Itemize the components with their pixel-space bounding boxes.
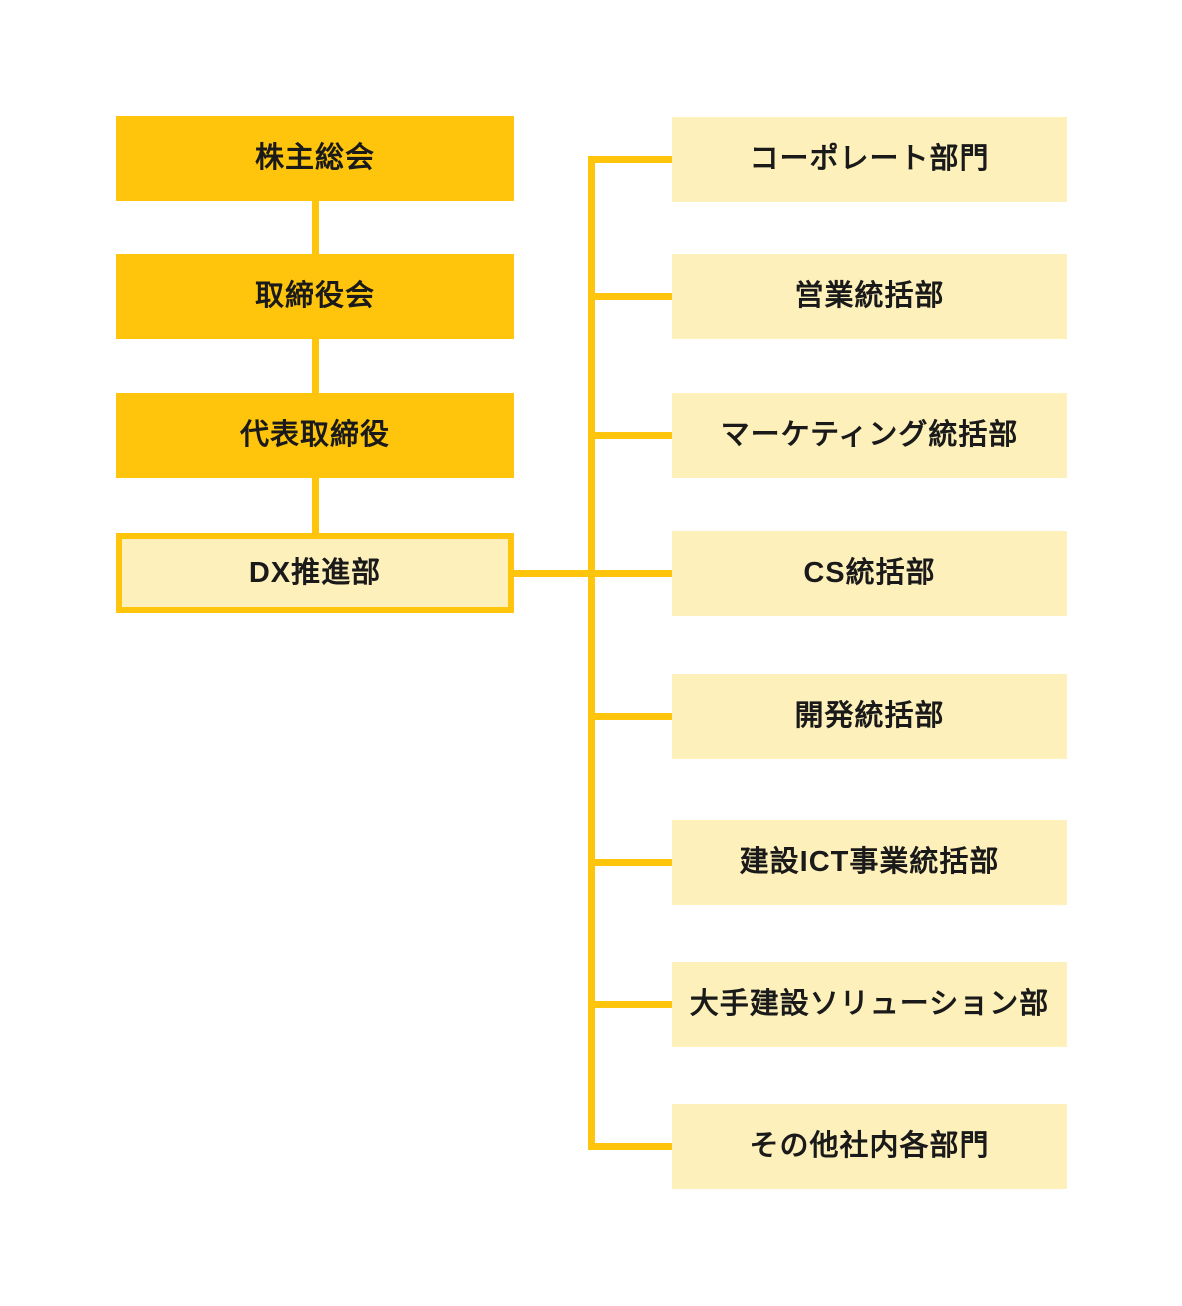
connector-shareholders-to-board <box>312 201 319 254</box>
node-board-of-directors: 取締役会 <box>116 254 514 339</box>
node-sales-general-dept: 営業統括部 <box>672 254 1067 339</box>
connector-dx-to-trunk <box>514 570 595 577</box>
connector-branch-major-construction <box>588 1001 672 1008</box>
connector-branch-construction-ict <box>588 859 672 866</box>
node-representative-director: 代表取締役 <box>116 393 514 478</box>
connector-representative-to-dx <box>312 478 319 533</box>
node-shareholders-meeting: 株主総会 <box>116 116 514 201</box>
connector-branch-sales <box>588 293 672 300</box>
connector-branch-other-departments <box>588 1143 672 1150</box>
node-corporate-division: コーポレート部門 <box>672 117 1067 202</box>
node-other-internal-departments: その他社内各部門 <box>672 1104 1067 1189</box>
node-major-construction-solution-dept: 大手建設ソリューション部 <box>672 962 1067 1047</box>
node-construction-ict-business-dept: 建設ICT事業統括部 <box>672 820 1067 905</box>
node-dx-promotion-dept: DX推進部 <box>116 533 514 613</box>
connector-branch-corporate <box>588 156 672 163</box>
connector-branch-cs <box>588 570 672 577</box>
node-development-general-dept: 開発統括部 <box>672 674 1067 759</box>
connector-trunk <box>588 156 595 1150</box>
node-cs-general-dept: CS統括部 <box>672 531 1067 616</box>
connector-branch-marketing <box>588 432 672 439</box>
connector-board-to-representative <box>312 339 319 393</box>
node-marketing-general-dept: マーケティング統括部 <box>672 393 1067 478</box>
connector-branch-development <box>588 713 672 720</box>
